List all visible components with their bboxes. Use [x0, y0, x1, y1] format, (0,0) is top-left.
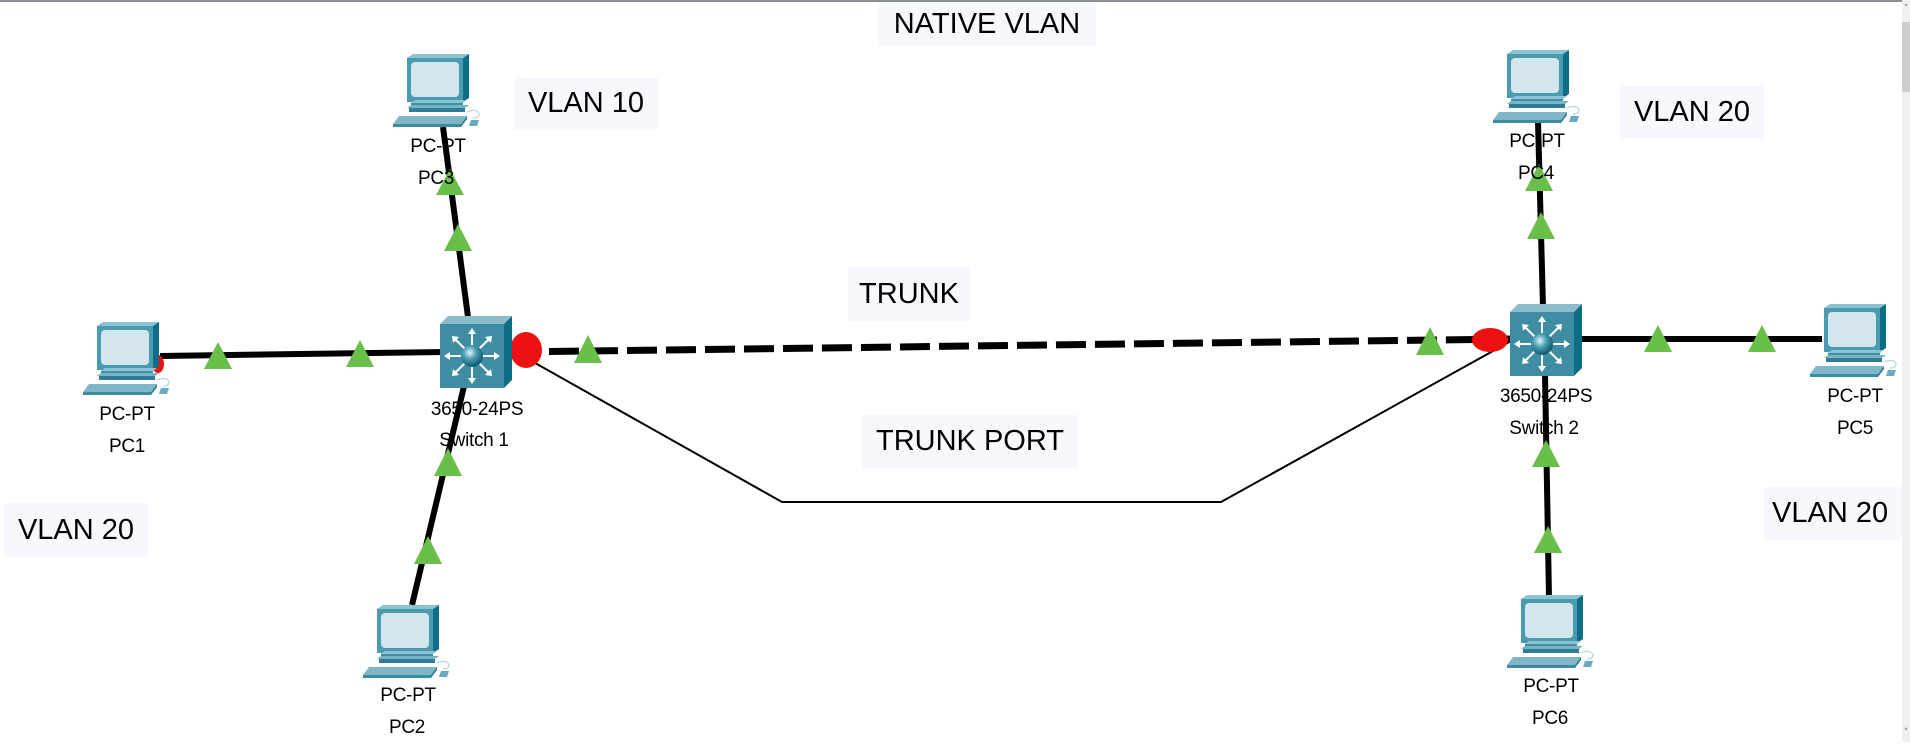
- cable-switch1-switch2-trunk[interactable]: [509, 335, 1513, 356]
- link-up-indicator: [1525, 164, 1553, 191]
- switch1-model-label: 3650-24PS: [430, 399, 524, 420]
- pc2-model-label: PC-PT: [380, 685, 436, 706]
- pc3-model-label: PC-PT: [410, 136, 466, 157]
- note-native-vlan[interactable]: NATIVE VLAN: [878, 2, 1096, 46]
- pc5-model-label: PC-PT: [1827, 386, 1883, 407]
- link-up-indicator: [1748, 325, 1776, 352]
- scroll-down-arrow-icon[interactable]: ˅: [1903, 728, 1909, 738]
- link-up-indicator: [1644, 325, 1672, 352]
- link-up-indicator: [1527, 212, 1555, 239]
- pc3-icon[interactable]: [393, 54, 480, 128]
- cable-pc2-switch1[interactable]: [409, 381, 468, 606]
- pc2-icon[interactable]: [363, 605, 450, 679]
- link-up-indicator: [1416, 327, 1444, 355]
- pc6-model-label: PC-PT: [1523, 676, 1579, 697]
- link-up-indicator: [1534, 526, 1562, 553]
- switch2-model-label: 3650-24PS: [1499, 386, 1593, 407]
- switch2-icon[interactable]: [1510, 304, 1582, 376]
- scrollbar-thumb[interactable]: [1902, 22, 1910, 92]
- pc1-name-label: PC1: [108, 436, 146, 457]
- scroll-up-arrow-icon[interactable]: ˄: [1903, 4, 1909, 14]
- pc6-name-label: PC6: [1531, 708, 1569, 729]
- note-vlan10[interactable]: VLAN 10: [514, 77, 658, 130]
- pc5-icon[interactable]: [1810, 304, 1897, 378]
- link-down-indicator: [1472, 328, 1508, 352]
- link-up-indicator: [434, 448, 462, 476]
- pc4-model-label: PC-PT: [1509, 131, 1565, 152]
- link-up-indicator: [436, 169, 464, 195]
- pc2-name-label: PC2: [388, 717, 426, 738]
- switch2-name-label: Switch 2: [1509, 418, 1579, 439]
- link-up-indicator: [1532, 440, 1560, 467]
- note-trunk-port[interactable]: TRUNK PORT: [862, 415, 1078, 468]
- link-up-indicator: [414, 536, 442, 564]
- note-trunk[interactable]: TRUNK: [848, 267, 970, 321]
- link-up-indicator: [204, 342, 232, 369]
- cable-pc3-switch1[interactable]: [440, 126, 471, 318]
- trunk-port-annotation-line[interactable]: [511, 340, 1512, 503]
- link-up-indicator: [444, 224, 472, 251]
- pc3-name-label: PC3: [417, 168, 455, 189]
- note-vlan20-left[interactable]: VLAN 20: [4, 503, 148, 557]
- link-up-indicator: [574, 335, 602, 363]
- note-vlan20-top-right[interactable]: VLAN 20: [1620, 85, 1764, 139]
- cable-pc6-switch2[interactable]: [1542, 373, 1552, 599]
- pc1-model-label: PC-PT: [99, 404, 155, 425]
- pc4-name-label: PC4: [1517, 163, 1555, 184]
- cable-pc1-switch1[interactable]: [159, 349, 446, 359]
- vertical-scrollbar[interactable]: ˄ ˅: [1902, 0, 1910, 742]
- link-down-indicator: [510, 332, 542, 368]
- pc1-icon[interactable]: [83, 322, 170, 396]
- pc6-icon[interactable]: [1507, 595, 1594, 669]
- link-up-indicator: [346, 340, 374, 367]
- pc4-icon[interactable]: [1493, 50, 1580, 124]
- switch1-name-label: Switch 1: [439, 430, 509, 451]
- note-vlan20-bottom-right[interactable]: VLAN 20: [1764, 487, 1902, 540]
- pc5-name-label: PC5: [1836, 418, 1874, 439]
- switch1-icon[interactable]: [440, 316, 512, 388]
